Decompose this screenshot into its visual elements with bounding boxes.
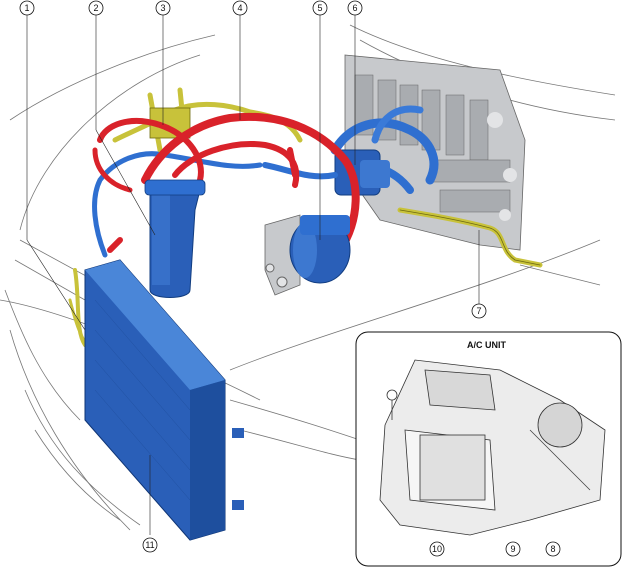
callout-number: 6: [352, 3, 357, 13]
callout-1: 1: [19, 0, 35, 16]
callout-number: 8: [550, 544, 555, 554]
receiver-drier: [144, 179, 206, 298]
callout-markers: 1 2 3 4 5 6 7 8 9 10 11: [19, 0, 561, 557]
callout-number: 9: [510, 544, 515, 554]
callout-circle: [429, 541, 445, 557]
callout-number: 7: [476, 306, 481, 316]
callout-number: 2: [93, 3, 98, 13]
callout-2: 2: [88, 0, 104, 16]
callout-circle: [505, 541, 521, 557]
inset-title: A/C UNIT: [467, 340, 506, 350]
callout-number: 4: [237, 3, 242, 13]
ac-unit-housing: [379, 359, 606, 536]
callout-8: 8: [545, 541, 561, 557]
callout-number: 11: [145, 540, 154, 550]
callout-number: 3: [160, 3, 165, 13]
callout-7: 7: [471, 303, 487, 319]
callout-number: 1: [24, 3, 29, 13]
ac-unit-inset: A/C UNIT: [355, 331, 622, 567]
callout-9: 9: [505, 541, 521, 557]
callout-circle: [347, 0, 363, 16]
low-pressure-hose: [92, 151, 338, 258]
callout-circle: [232, 0, 248, 16]
callout-5: 5: [312, 0, 328, 16]
compressor: [264, 214, 351, 296]
callout-circle: [88, 0, 104, 16]
vehicle-body-outline: [0, 24, 616, 531]
condenser: [84, 259, 244, 541]
callout-number: 10: [432, 544, 442, 554]
high-pressure-hoses: [92, 112, 360, 254]
callout-circle: [471, 303, 487, 319]
callout-circle: [545, 541, 561, 557]
callout-3: 3: [155, 0, 171, 16]
callout-circle: [19, 0, 35, 16]
callout-circle: [142, 537, 158, 553]
callout-circle: [312, 0, 328, 16]
callout-circle: [155, 0, 171, 16]
callout-6: 6: [347, 0, 363, 16]
callout-number: 5: [317, 3, 322, 13]
callout-4: 4: [232, 0, 248, 16]
callout-10: 10: [429, 541, 445, 557]
callout-11: 11: [142, 537, 158, 553]
